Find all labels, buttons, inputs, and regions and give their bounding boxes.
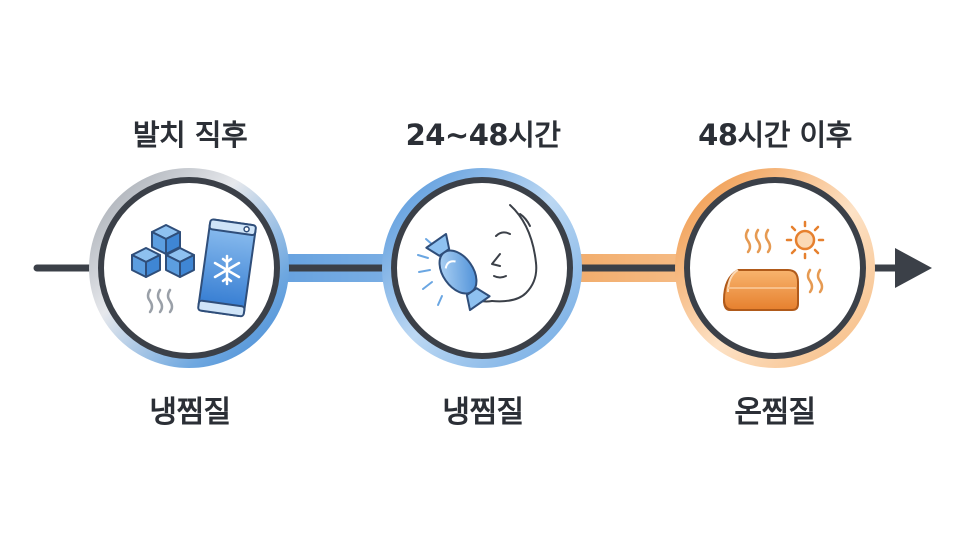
steam-icon (744, 228, 824, 294)
stage-3-time-label: 48시간 이후 (698, 118, 852, 152)
stage-1-method-label: 냉찜질 (149, 395, 231, 430)
snowflake-icon (213, 254, 241, 286)
candy-cold-pack-icon (425, 232, 491, 312)
stage-circle-3 (675, 168, 875, 368)
towel-icon (723, 269, 799, 311)
ice-cube-icon (165, 247, 195, 278)
stage-2-method-label: 냉찜질 (442, 395, 524, 430)
cold-pack-on-cheek-icon (417, 204, 538, 312)
timeline-arrow-head (895, 248, 932, 288)
ice-cubes-and-ice-pack-icon (131, 218, 257, 318)
stage-1-time-label: 발치 직후 (132, 118, 248, 152)
warm-towel-and-sun-icon (723, 220, 825, 311)
face-profile-icon (473, 204, 538, 303)
ice-cube-icon (131, 247, 161, 278)
stage-3-method-label: 온찜질 (734, 395, 816, 430)
stage-2-time-label: 24~48시간 (405, 118, 561, 152)
stage-circle-2 (382, 168, 582, 368)
cold-vapor-icon (146, 288, 174, 314)
sun-icon (785, 220, 825, 260)
